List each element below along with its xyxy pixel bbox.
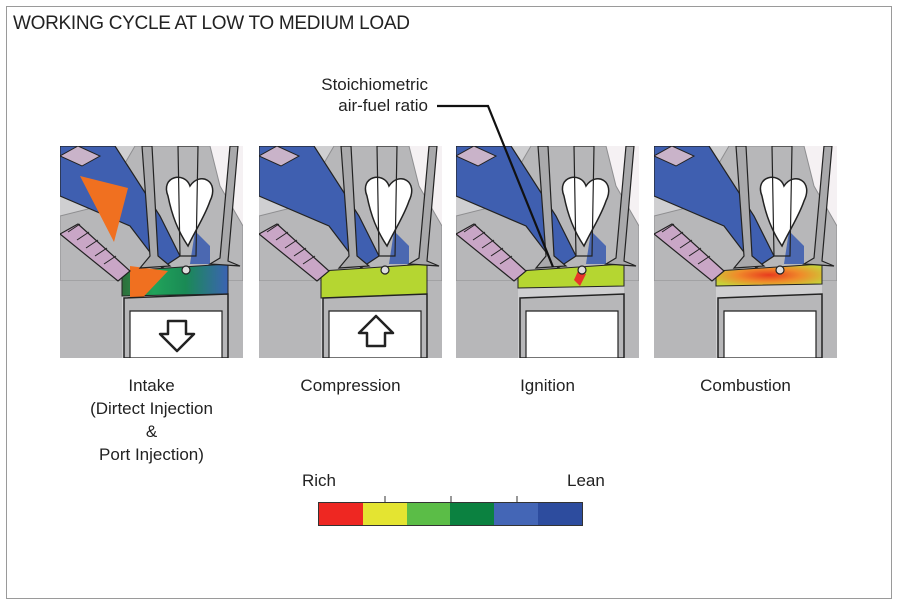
piston-down-arrow xyxy=(158,319,196,353)
spark-plug xyxy=(177,146,199,257)
spark-plug-well xyxy=(165,176,214,248)
port-injector xyxy=(654,146,696,167)
caption-combustion: Combustion xyxy=(654,374,837,397)
caption-compression-line-1: Compression xyxy=(300,376,401,395)
caption-intake-line-1: Intake xyxy=(128,376,175,395)
stoichiometric-callout: Stoichiometric air-fuel ratio xyxy=(321,74,428,116)
legend-swatch-1 xyxy=(319,503,363,525)
intake-valve xyxy=(732,146,766,269)
spark-plug-tip xyxy=(380,265,390,275)
caption-combustion-line-1: Combustion xyxy=(700,376,791,395)
cylinder-wall-left xyxy=(456,281,518,358)
exhaust-valve xyxy=(802,146,835,267)
legend-swatch-3 xyxy=(406,503,451,525)
piston-up-arrow xyxy=(357,314,395,348)
spark-plug-well xyxy=(759,176,808,248)
exhaust-valve xyxy=(208,146,241,267)
spark-plug xyxy=(573,146,595,257)
direct-injector xyxy=(654,223,725,282)
ignition-spark xyxy=(574,271,586,286)
caption-intake-line-2: (Dirtect Injection xyxy=(90,399,213,418)
caption-ignition-line-1: Ignition xyxy=(520,376,575,395)
cylinder-wall-left xyxy=(60,281,122,358)
panel-ignition xyxy=(456,146,639,358)
intake-valve xyxy=(337,146,371,269)
legend-swatch-2 xyxy=(362,503,407,525)
port-injector xyxy=(259,146,301,167)
figure-frame xyxy=(6,6,892,599)
caption-ignition: Ignition xyxy=(456,374,639,397)
caption-intake-line-3: & xyxy=(145,422,158,441)
port-injection-spray xyxy=(80,176,128,242)
spark-plug xyxy=(376,146,398,257)
spark-plug-tip xyxy=(181,265,191,275)
panel-combustion xyxy=(654,146,837,358)
panel-compression xyxy=(259,146,442,358)
caption-intake-line-4: Port Injection) xyxy=(99,445,204,464)
direct-injector xyxy=(259,223,330,282)
cylinder-wall-left xyxy=(259,281,321,358)
legend-swatch-4 xyxy=(450,503,495,525)
cylinder-wall-right xyxy=(624,281,639,358)
legend-swatch-6 xyxy=(538,503,582,525)
piston-skirt xyxy=(525,310,619,358)
spark-plug-tip xyxy=(577,265,587,275)
cylinder-wall-right xyxy=(427,281,442,358)
chamber-mixture xyxy=(715,263,823,287)
cylinder-wall-right xyxy=(228,281,243,358)
port-injector xyxy=(60,146,102,167)
spark-plug-well xyxy=(561,176,610,248)
spark-plug-well xyxy=(364,176,413,248)
legend-swatch-5 xyxy=(494,503,539,525)
legend-lean-label: Lean xyxy=(567,471,605,490)
spark-plug xyxy=(771,146,793,257)
cylinder-wall-left xyxy=(654,281,716,358)
figure-title: WORKING CYCLE AT LOW TO MEDIUM LOAD xyxy=(13,13,410,34)
cylinder-wall-right xyxy=(822,281,837,358)
chamber-mixture xyxy=(517,263,625,289)
callout-line-1: Stoichiometric xyxy=(321,75,428,94)
piston-skirt xyxy=(723,310,817,358)
intake-valve xyxy=(138,146,172,269)
panel-intake xyxy=(60,146,243,358)
legend-rich-label: Rich xyxy=(302,471,337,490)
callout-line-2: air-fuel ratio xyxy=(338,96,428,115)
caption-intake: Intake (Dirtect Injection & Port Injecti… xyxy=(60,374,243,466)
exhaust-valve xyxy=(604,146,637,267)
caption-compression: Compression xyxy=(259,374,442,397)
legend-color-scale xyxy=(318,502,583,526)
spark-plug-tip xyxy=(775,265,785,275)
direct-injector xyxy=(60,223,131,282)
